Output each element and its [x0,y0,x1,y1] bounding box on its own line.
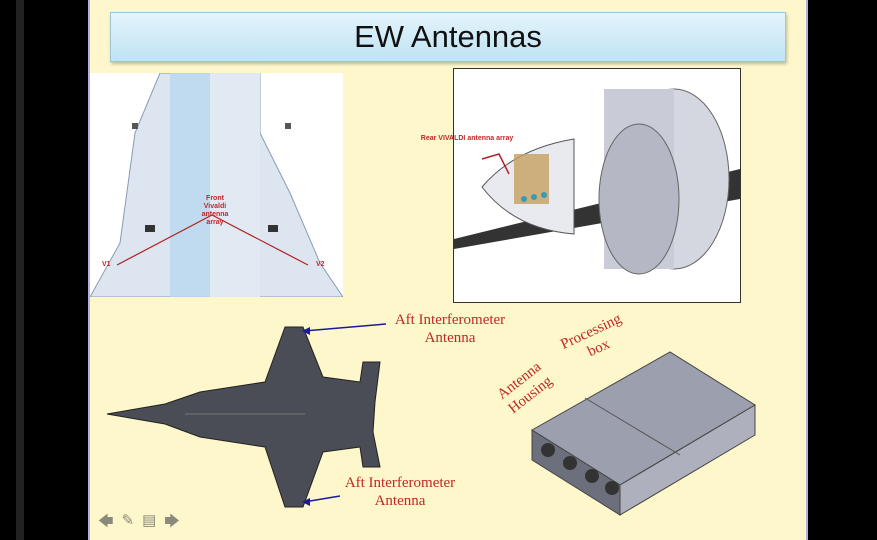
front-antenna-drawing [89,72,344,298]
title-bar: EW Antennas [110,12,786,62]
v1-label: V1 [102,261,111,268]
aft-interferometer-bottom-label: Aft Interferometer Antenna [344,475,456,509]
window-edge [16,0,24,540]
aircraft-drawing [106,326,381,508]
slide-title: EW Antennas [354,19,542,54]
front-antenna-image: Front Vivaldi antenna array V1 V2 [89,72,344,298]
previous-slide-button[interactable]: 🡄 [98,513,114,530]
pointer-arrows [302,323,387,506]
slide-nav: 🡄 ✎ ▤ 🡆 [98,511,180,536]
rear-vivaldi-label: Rear VIVALDI antenna array [420,135,514,142]
aft-interferometer-top-label: Aft Interferometer Antenna [394,312,506,346]
front-vivaldi-label: Front Vivaldi antenna array [201,195,229,226]
rear-antenna-image: Rear VIVALDI antenna array [421,68,741,303]
rear-antenna-drawing [454,88,740,275]
next-slide-button[interactable]: 🡆 [164,513,180,530]
pen-tool-button[interactable]: ✎ [121,512,135,529]
processing-box-drawing [531,351,756,516]
slide-menu-button[interactable]: ▤ [142,512,157,529]
slide: EW Antennas Front Vivaldi antenna array … [88,0,808,540]
v2-label: V2 [316,261,325,268]
